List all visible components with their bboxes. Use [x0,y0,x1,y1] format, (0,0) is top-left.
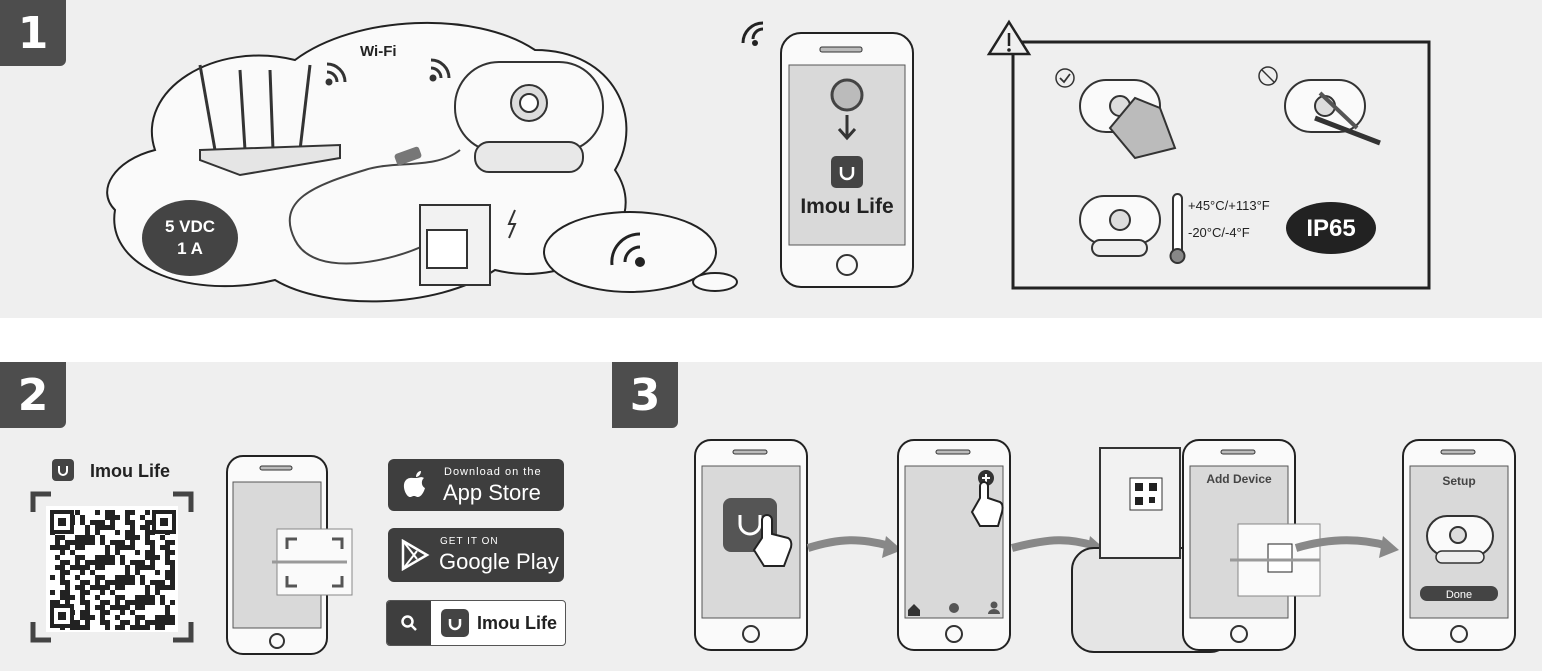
camera-temperature-illustration [1079,195,1161,257]
hand-pointer-icon [970,481,1004,527]
google-play-label: Google Play [439,549,559,574]
power-badge [142,200,238,276]
phone-scan-qr [226,455,353,655]
app-search-bar[interactable]: Imou Life [386,600,566,646]
app-store-label: App Store [443,480,541,505]
user-icon [990,601,998,609]
step1-panel: 1 5 VDC [0,0,1542,318]
wifi-signal-bubble [543,211,738,293]
apple-icon [403,471,425,497]
check-icon [1055,68,1075,88]
router-icon [198,64,341,177]
power-spec-voltage: 5 VDC [165,217,215,236]
wifi-label: Wi-Fi [360,43,397,60]
hand-pointer-icon [752,514,793,567]
camera-cleaning-illustration [1079,79,1177,160]
chat-icon [949,603,959,613]
app-name: Imou Life [800,195,893,218]
google-play-icon [401,539,430,571]
done-button [1420,586,1498,601]
phone-setup-done: Setup Done [1402,439,1516,651]
arrow-down-icon [837,115,857,141]
search-icon [387,601,431,645]
camera-icon [830,78,864,112]
app-logo-icon [52,459,74,481]
temperature-low: -20°C/-4°F [1188,225,1250,240]
wifi-icon [741,21,764,44]
setup-title: Setup [1442,474,1475,488]
add-device-title: Add Device [1206,472,1272,486]
app-download-qr-block: Imou Life [30,459,194,643]
camera-tools-illustration [1284,79,1381,146]
camera-icon [454,61,604,173]
google-play-button[interactable]: GET IT ON Google Play [388,528,564,582]
warnings-box: +45°C/+113°F -20°C/-4°F IP65 [986,19,1431,290]
power-outlet-icon [419,204,491,286]
power-spec-current: 1 A [177,239,203,258]
home-icon [908,604,920,616]
step-number-2: 2 [0,362,66,428]
ip-rating-text: IP65 [1306,215,1355,242]
wifi-icon [325,58,451,86]
app-store-button[interactable]: Download on the App Store [388,459,564,511]
ip-rating-badge [1286,202,1376,254]
power-bolt-icon [507,209,517,239]
search-app-name: Imou Life [477,613,557,633]
installation-illustration: 5 VDC 1 A Wi-Fi [106,21,628,303]
app-name: Imou Life [90,461,170,481]
app-store-small-text: Download on the [444,466,542,478]
step2-3-panel: 2 3 Imou Life Download on the App Store [0,362,1542,671]
step-number-1: 1 [0,0,66,66]
step3-illustration: Add Device Setup Done [694,439,1516,653]
done-label: Done [1446,589,1472,601]
app-logo-icon [831,156,863,188]
phone-scan-device: Add Device [1182,439,1321,651]
prohibited-icon [1258,66,1278,86]
google-play-small-text: GET IT ON [440,536,499,547]
phone-add-device [897,439,1011,651]
thermometer-icon [1169,193,1186,264]
temperature-high: +45°C/+113°F [1188,198,1270,213]
phone-open-app [694,439,808,651]
app-logo-icon [441,609,469,637]
phone-app-install: Imou Life [741,21,914,288]
step-number-3: 3 [612,362,678,428]
